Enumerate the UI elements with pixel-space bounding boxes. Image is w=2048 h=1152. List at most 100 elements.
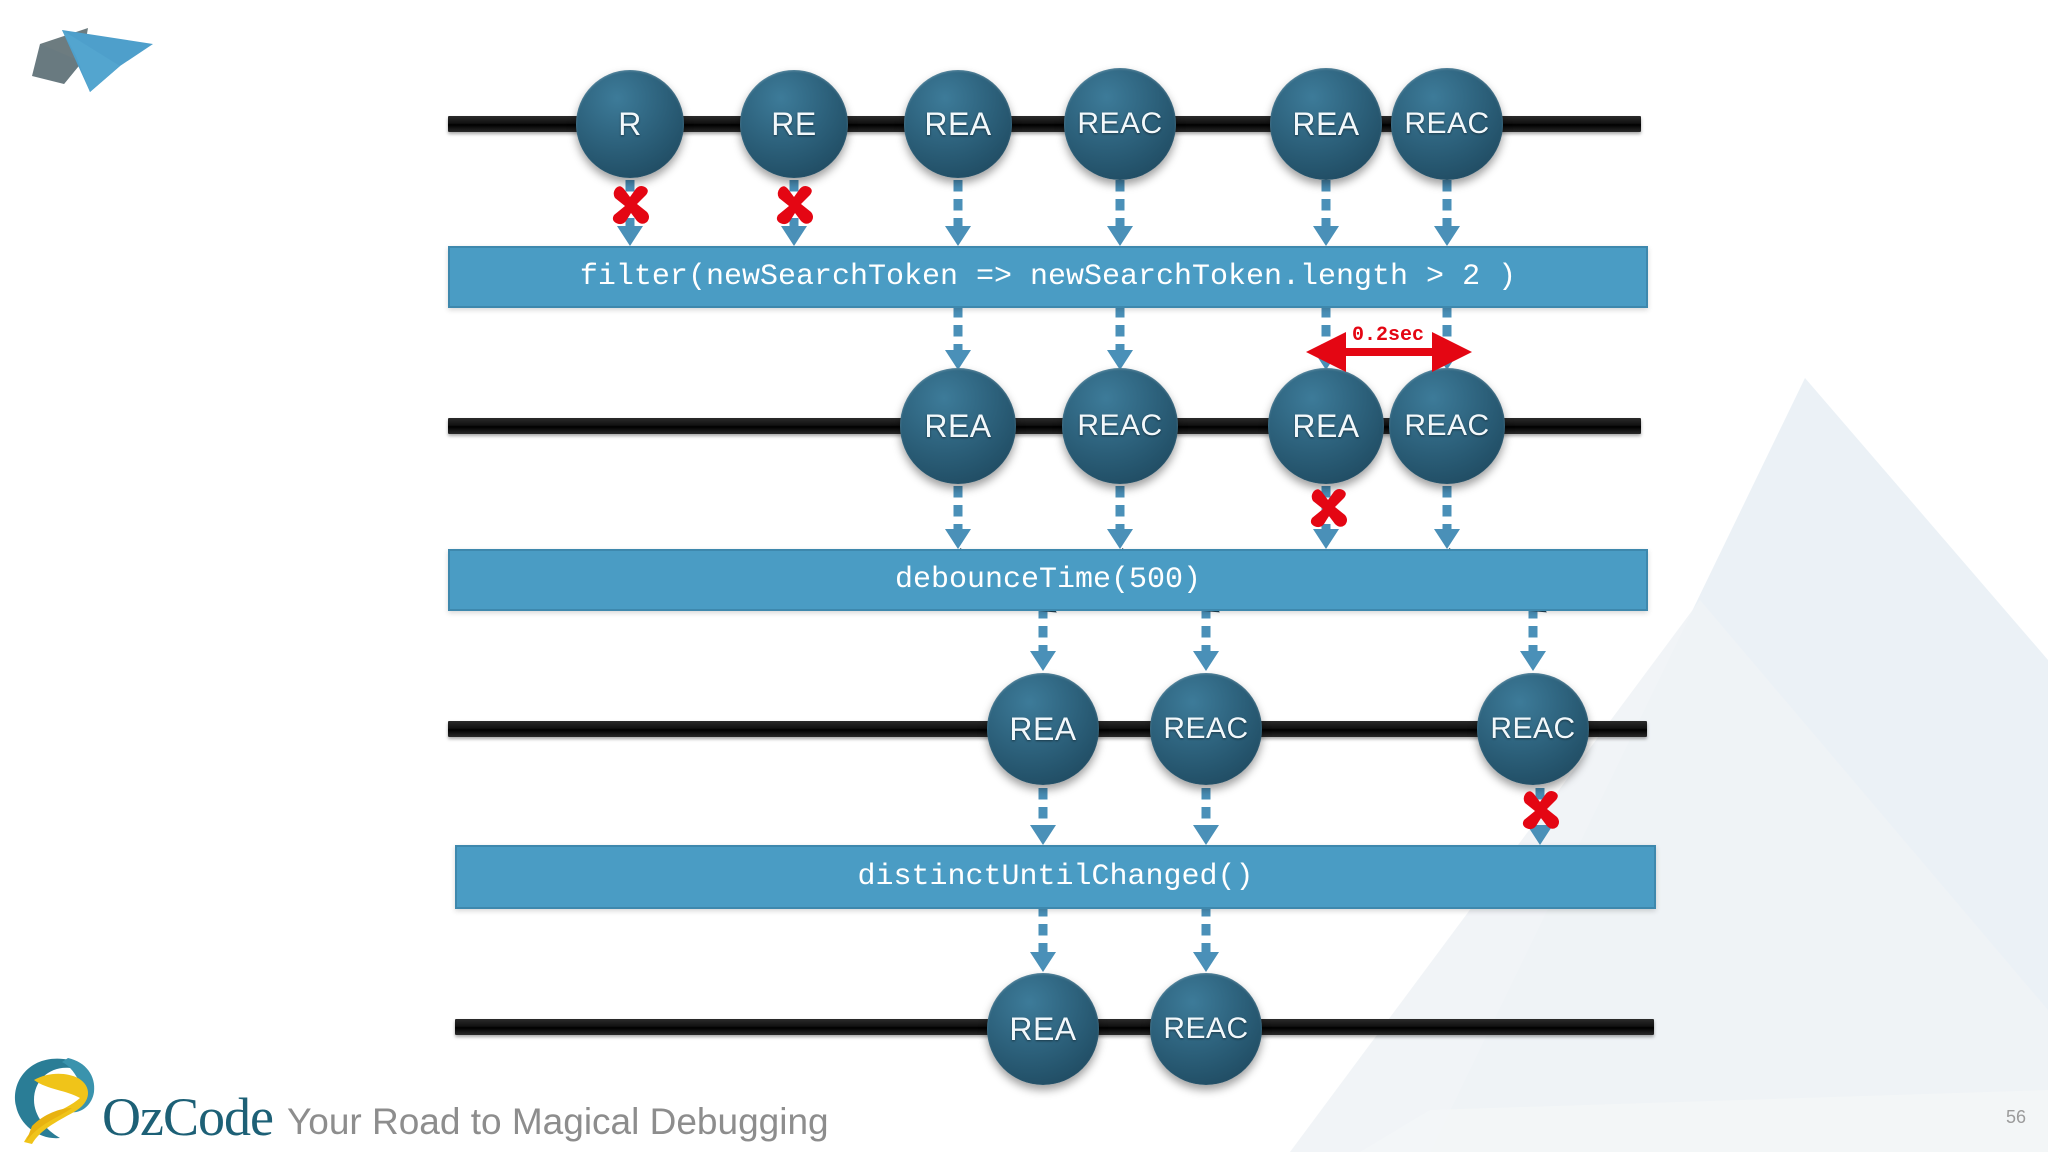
connector-arrowhead: [1313, 529, 1339, 549]
connector-source-rea2-to-filter: [1313, 180, 1339, 246]
connector-source-reac2-to-filter: [1434, 180, 1460, 246]
reject-marker-debounce-rea: [1305, 485, 1351, 531]
connector-source-rea-to-filter: [945, 180, 971, 246]
marble-source-stream-5[interactable]: REAC: [1391, 68, 1503, 180]
operator-label-debounce-time: debounceTime(500): [894, 563, 1202, 597]
connector-arrowhead: [1313, 226, 1339, 246]
connector-arrowhead: [781, 226, 807, 246]
connector-arrowhead: [1313, 350, 1339, 370]
marble-after-debounce-1[interactable]: REAC: [1150, 673, 1262, 785]
marble-label: REAC: [1163, 1012, 1249, 1045]
connector-arrowhead: [617, 226, 643, 246]
connector-stem: [1038, 788, 1048, 825]
connector-reac2-to-debounce: [1434, 486, 1460, 549]
connector-arrowhead: [1193, 825, 1219, 845]
connector-arrowhead: [1520, 651, 1546, 671]
connector-debounce-to-reac2: [1520, 607, 1546, 671]
marble-after-filter-3[interactable]: REAC: [1389, 368, 1505, 484]
marble-label: RE: [771, 105, 817, 142]
marble-label: REA: [1009, 710, 1077, 747]
marble-label: REAC: [1163, 712, 1249, 745]
marble-source-stream-4[interactable]: REA: [1270, 68, 1382, 180]
connector-arrowhead: [1107, 529, 1133, 549]
ozcode-bird-logo: [32, 28, 153, 92]
marble-after-filter-1[interactable]: REAC: [1062, 368, 1178, 484]
marble-after-distinct-1[interactable]: REAC: [1150, 973, 1262, 1085]
connector-reac-to-distinct: [1193, 788, 1219, 845]
connector-arrowhead: [1434, 226, 1460, 246]
marble-label: REA: [1292, 407, 1360, 444]
connector-distinct-to-reac: [1193, 905, 1219, 972]
connector-arrowhead: [1030, 651, 1056, 671]
connector-filter-to-rea: [945, 306, 971, 370]
marble-after-debounce-0[interactable]: REA: [987, 673, 1099, 785]
duration-label-0-2-sec: 0.2sec: [1352, 324, 1425, 347]
marble-label: REA: [1292, 105, 1360, 142]
close-icon: [1522, 791, 1559, 830]
connector-arrowhead: [945, 350, 971, 370]
close-icon: [612, 186, 649, 225]
connector-rea-to-debounce: [945, 486, 971, 549]
connector-stem: [1038, 607, 1048, 651]
connector-stem: [1442, 180, 1452, 226]
connector-stem: [1115, 306, 1125, 350]
marble-source-stream-0[interactable]: R: [576, 70, 684, 178]
connector-arrowhead: [1193, 952, 1219, 972]
marble-source-stream-2[interactable]: REA: [904, 70, 1012, 178]
connector-source-reac-to-filter: [1107, 180, 1133, 246]
connector-filter-to-reac2: [1434, 306, 1460, 370]
close-icon: [776, 186, 813, 225]
marble-after-filter-0[interactable]: REA: [900, 368, 1016, 484]
connector-stem: [1115, 486, 1125, 529]
connector-arrowhead: [1434, 350, 1460, 370]
connector-distinct-to-rea: [1030, 905, 1056, 972]
marble-label: REAC: [1077, 409, 1163, 442]
connector-arrowhead: [1193, 651, 1219, 671]
reject-marker-source-r: [607, 182, 653, 228]
marble-after-debounce-2[interactable]: REAC: [1477, 673, 1589, 785]
reject-marker-source-re: [771, 182, 817, 228]
connector-debounce-to-reac: [1193, 607, 1219, 671]
operator-label-distinct-until-changed: distinctUntilChanged(): [857, 860, 1254, 894]
marble-after-distinct-0[interactable]: REA: [987, 973, 1099, 1085]
connector-stem: [1321, 180, 1331, 226]
connector-arrowhead: [1030, 825, 1056, 845]
connector-arrowhead: [1107, 226, 1133, 246]
connector-arrowhead: [1527, 825, 1553, 845]
operator-label-filter: filter(newSearchToken => newSearchToken.…: [579, 260, 1517, 294]
connector-stem: [1115, 180, 1125, 226]
footer-branding: OzCode Your Road to Magical Debugging: [8, 1050, 829, 1146]
connector-stem: [1201, 905, 1211, 952]
marble-label: REA: [924, 407, 992, 444]
connector-filter-to-rea2: [1313, 306, 1339, 370]
connector-rea-to-distinct: [1030, 788, 1056, 845]
marble-label: REA: [924, 105, 992, 142]
connector-stem: [953, 306, 963, 350]
operator-bar-debounce-time[interactable]: debounceTime(500): [448, 549, 1648, 611]
brand-product-name: OzCode: [102, 1087, 274, 1147]
connector-stem: [953, 486, 963, 529]
marble-label: R: [618, 105, 642, 142]
marble-label: REA: [1009, 1010, 1077, 1047]
connector-stem: [1038, 905, 1048, 952]
connector-filter-to-reac: [1107, 306, 1133, 370]
connector-arrowhead: [1107, 350, 1133, 370]
connector-arrowhead: [1434, 529, 1460, 549]
connector-debounce-to-rea: [1030, 607, 1056, 671]
marble-label: REAC: [1077, 107, 1163, 140]
marble-source-stream-1[interactable]: RE: [740, 70, 848, 178]
connector-reac-to-debounce: [1107, 486, 1133, 549]
operator-bar-filter[interactable]: filter(newSearchToken => newSearchToken.…: [448, 246, 1648, 308]
marble-source-stream-3[interactable]: REAC: [1064, 68, 1176, 180]
ozcode-footer-logo: [15, 1058, 95, 1144]
operator-bar-distinct-until-changed[interactable]: distinctUntilChanged(): [455, 845, 1656, 909]
connector-stem: [1442, 486, 1452, 529]
page-number: 56: [2005, 1107, 2026, 1127]
connector-stem: [1201, 788, 1211, 825]
marble-after-filter-2[interactable]: REA: [1268, 368, 1384, 484]
connector-stem: [1528, 607, 1538, 651]
marble-label: REAC: [1404, 107, 1490, 140]
connector-arrowhead: [1030, 952, 1056, 972]
